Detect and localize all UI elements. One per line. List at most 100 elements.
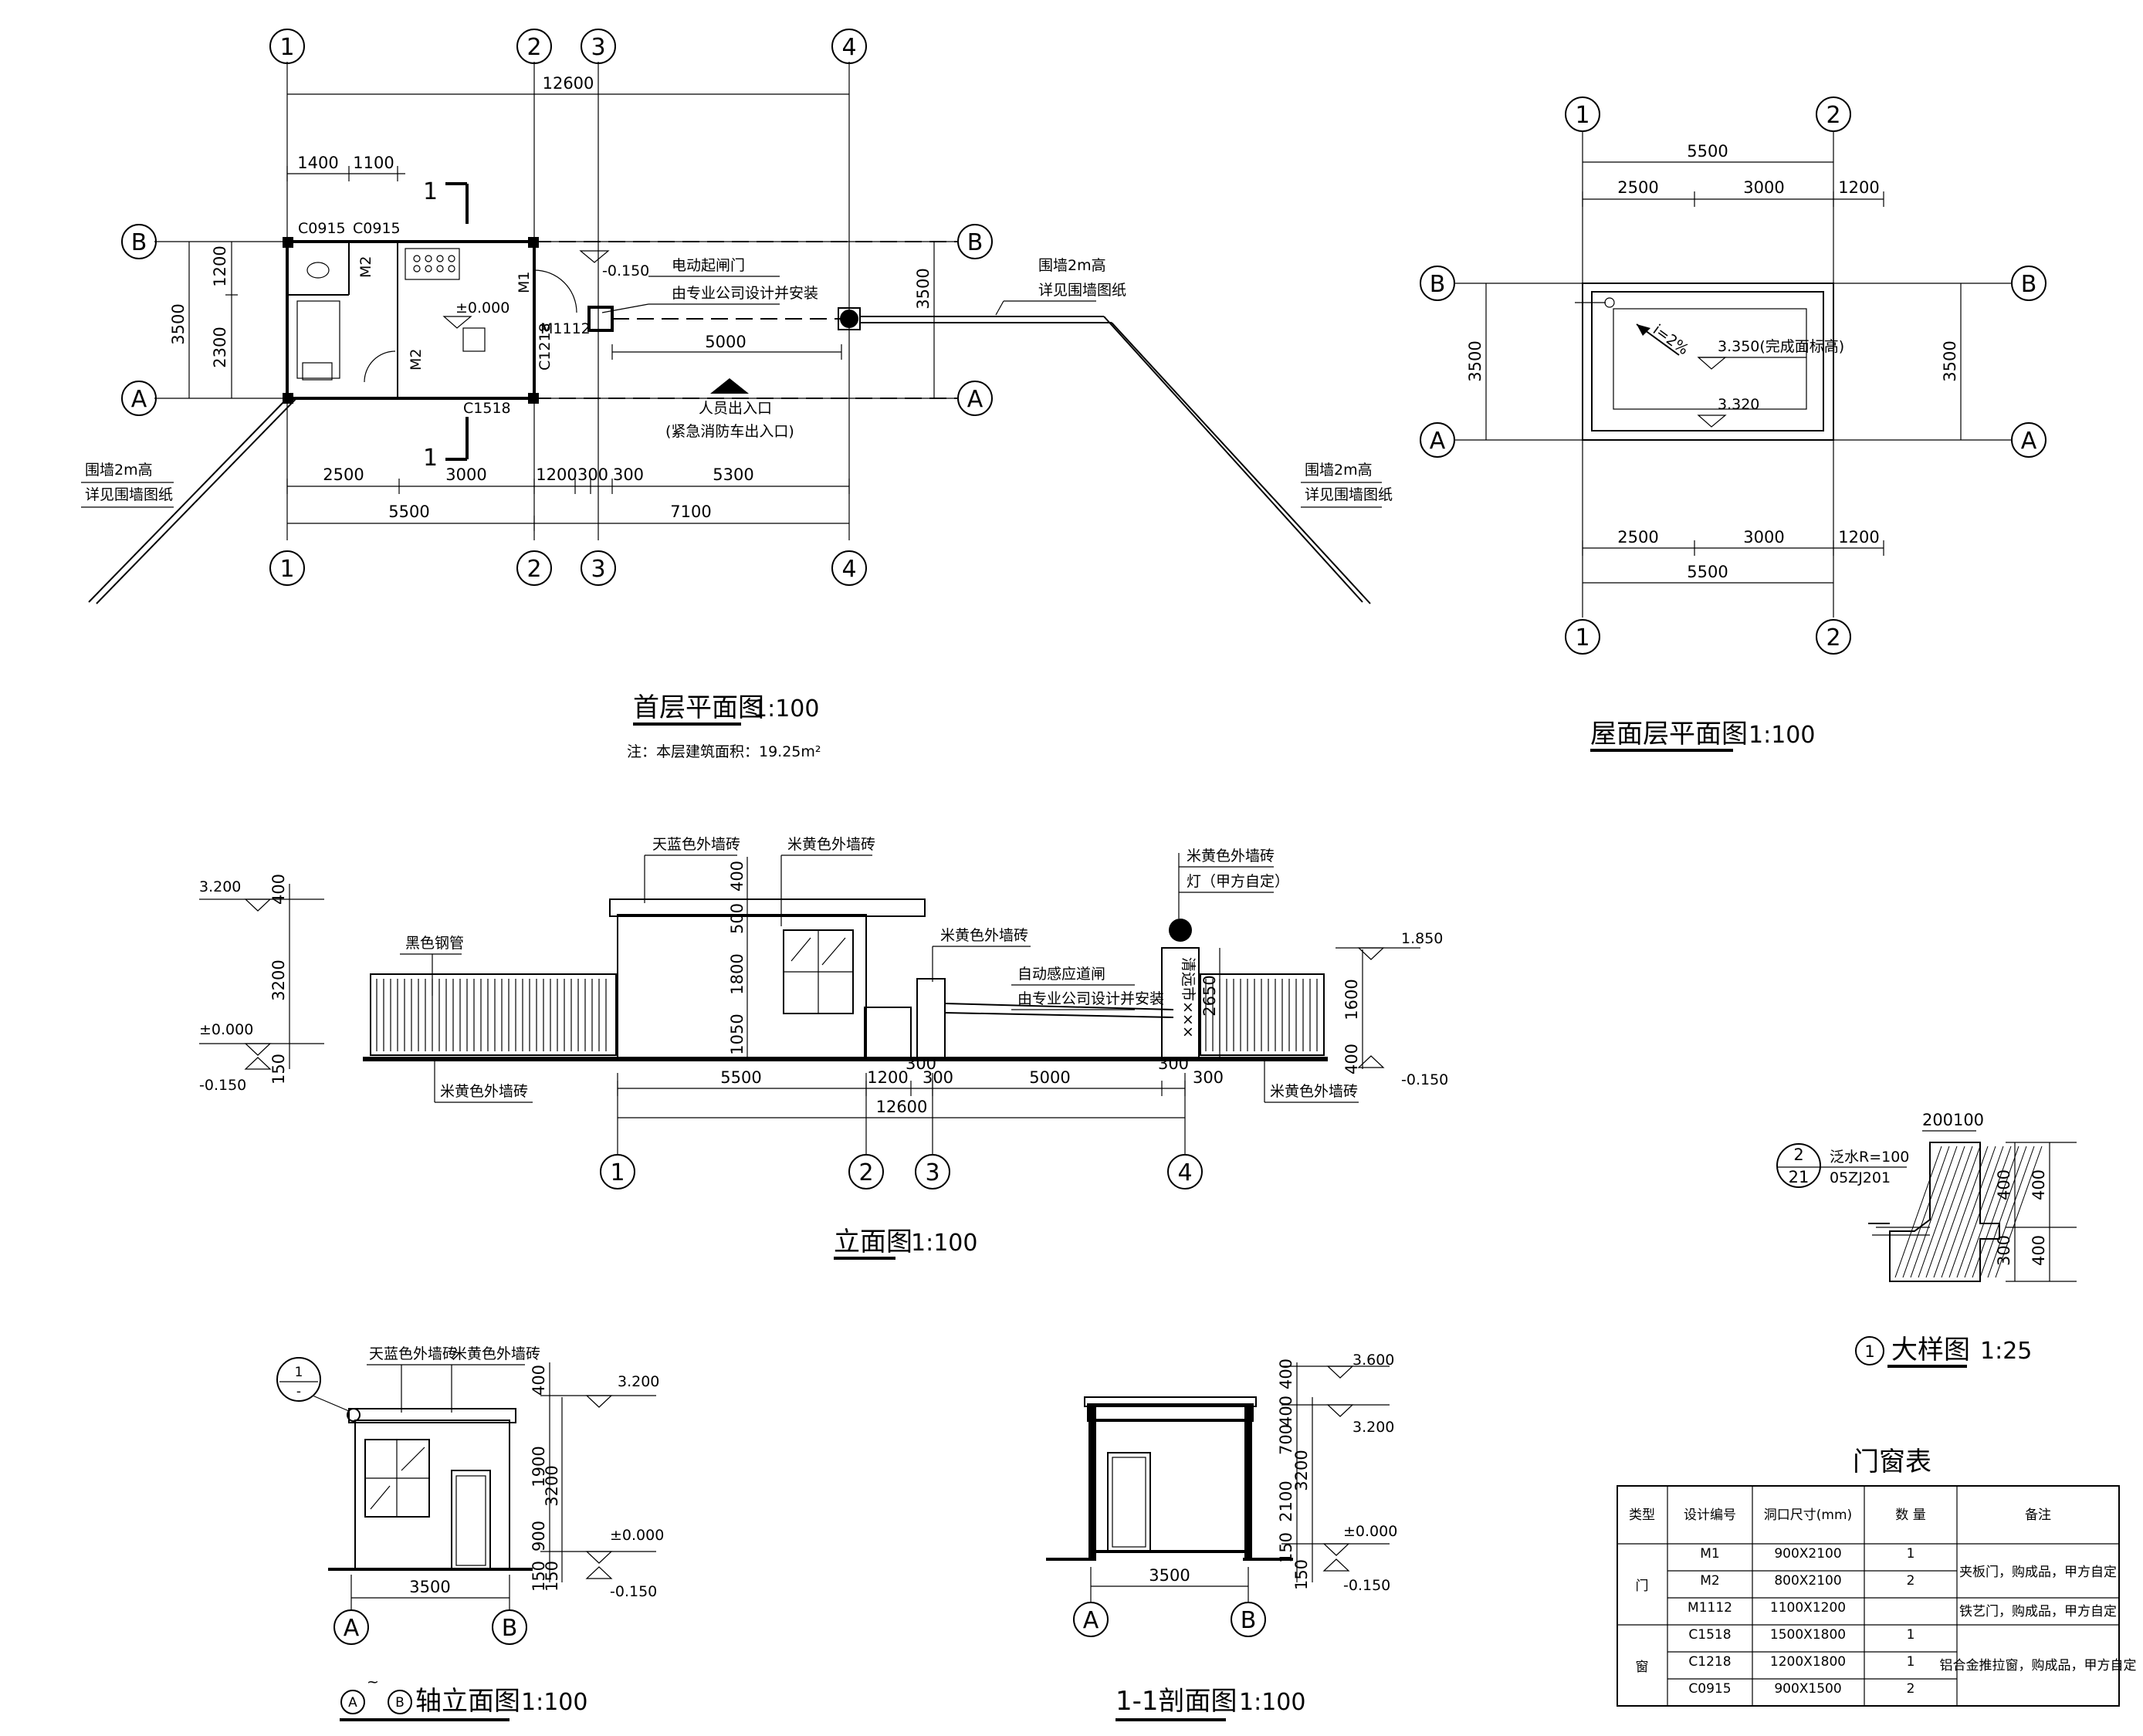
svg-text:轴立面图: 轴立面图 — [415, 1686, 520, 1717]
svg-text:1: 1 — [295, 1365, 303, 1380]
svg-text:B: B — [2021, 271, 2037, 298]
svg-text:米黄色外墙砖: 米黄色外墙砖 — [1270, 1083, 1358, 1100]
ground-floor-plan: 1 2 3 4 1 2 3 4 B A B A 12600 1400 1100 … — [81, 29, 1393, 760]
svg-text:1200: 1200 — [1838, 528, 1879, 547]
svg-text:150: 150 — [543, 1561, 561, 1592]
elev-axis-4: 4 — [1167, 1154, 1203, 1189]
svg-text:A: A — [344, 1615, 360, 1642]
svg-text:1: 1 — [1864, 1342, 1874, 1361]
svg-text:3500: 3500 — [914, 268, 933, 309]
hatch-line — [1987, 1145, 2035, 1278]
axis-bubble-B-right: B — [957, 224, 993, 259]
section-title: 1-1剖面图 — [1116, 1686, 1237, 1717]
svg-text:天蓝色外墙砖: 天蓝色外墙砖 — [369, 1345, 457, 1362]
svg-text:400: 400 — [728, 861, 746, 892]
hatch-line — [1941, 1145, 1989, 1278]
svg-text:天蓝色外墙砖: 天蓝色外墙砖 — [652, 836, 740, 853]
svg-text:2: 2 — [526, 556, 541, 583]
svg-text:±0.000: ±0.000 — [610, 1527, 664, 1544]
svg-text:3500: 3500 — [1941, 340, 1959, 381]
roof-axis-A-left: A — [1420, 422, 1455, 458]
svg-text:C0915: C0915 — [298, 220, 346, 237]
svg-text:5300: 5300 — [713, 465, 753, 484]
roof-plan-title: 屋面层平面图 — [1590, 719, 1748, 750]
roof-axis-1-top: 1 — [1565, 96, 1600, 132]
sect-axis-A: A — [1073, 1602, 1109, 1637]
svg-text:B: B — [1241, 1607, 1257, 1634]
svg-text:C0915: C0915 — [353, 220, 401, 237]
axis-bubble-2-bottom: 2 — [516, 550, 552, 586]
svg-text:i=2%: i=2% — [1650, 321, 1691, 358]
svg-text:3500: 3500 — [1149, 1566, 1190, 1585]
svg-text:4: 4 — [841, 34, 856, 61]
sign-text: 清远市××× — [1180, 957, 1197, 1038]
svg-text:1:25: 1:25 — [1980, 1338, 2032, 1365]
svg-text:1:100: 1:100 — [1239, 1689, 1305, 1716]
svg-text:300: 300 — [577, 465, 608, 484]
svg-text:米黄色外墙砖: 米黄色外墙砖 — [440, 1083, 528, 1100]
svg-text:人员出入口: 人员出入口 — [699, 400, 772, 417]
svg-text:A: A — [1430, 428, 1446, 455]
svg-text:围墙2m高: 围墙2m高 — [85, 462, 153, 479]
hatch-line — [1910, 1145, 1958, 1278]
schedule-cell: 1 — [1907, 1627, 1915, 1643]
svg-text:门: 门 — [1636, 1579, 1649, 1594]
schedule-cell: C0915 — [1688, 1681, 1731, 1697]
svg-text:300: 300 — [613, 465, 644, 484]
svg-text:3200: 3200 — [543, 1465, 561, 1506]
roof-axis-2-top: 2 — [1816, 96, 1851, 132]
svg-text:21: 21 — [1789, 1168, 1810, 1186]
svg-text:400: 400 — [2030, 1235, 2048, 1266]
svg-text:-0.150: -0.150 — [602, 262, 649, 279]
svg-text:3200: 3200 — [269, 959, 288, 1000]
axis-bubble-B-left: B — [121, 224, 157, 259]
schedule-cell: 2 — [1907, 1681, 1915, 1697]
axis-bubble-1-top: 1 — [269, 29, 305, 64]
svg-text:2: 2 — [1826, 102, 1840, 129]
svg-text:300: 300 — [923, 1068, 953, 1087]
svg-text:100: 100 — [1953, 1111, 1984, 1129]
svg-text:150: 150 — [1277, 1532, 1295, 1563]
front-elevation: 清远市××× 天蓝色外墙砖 米黄色外墙砖 黑色钢管 米黄色外墙砖 米黄色外墙砖 … — [199, 836, 1448, 1260]
svg-text:电动起闸门: 电动起闸门 — [672, 257, 745, 274]
side-axis-A: A — [333, 1609, 369, 1645]
svg-text:2650: 2650 — [1200, 975, 1219, 1016]
svg-text:数 量: 数 量 — [1895, 1508, 1925, 1523]
schedule-cell: M1 — [1700, 1546, 1719, 1562]
side-elev-title: A ~ B 轴立面图 1:100 — [340, 1673, 587, 1721]
svg-text:3500: 3500 — [1466, 340, 1485, 381]
svg-text:3000: 3000 — [445, 465, 486, 484]
svg-text:由专业公司设计并安装: 由专业公司设计并安装 — [672, 285, 818, 302]
svg-text:(紧急消防车出入口): (紧急消防车出入口) — [665, 423, 794, 440]
schedule-cell: 1 — [1907, 1654, 1915, 1670]
detail-ref-bubble-2: 2 21 泛水R=100 05ZJ201 — [1776, 1143, 1909, 1188]
elev-axis-2: 2 — [848, 1154, 884, 1189]
svg-text:±0.000: ±0.000 — [199, 1021, 253, 1038]
hatch-line — [1948, 1145, 1996, 1278]
svg-text:铝合金推拉窗，购成品，甲方自定: 铝合金推拉窗，购成品，甲方自定 — [1940, 1658, 2137, 1673]
svg-text:7100: 7100 — [670, 503, 711, 521]
axis-bubble-1-bottom: 1 — [269, 550, 305, 586]
svg-text:4: 4 — [1177, 1159, 1192, 1186]
schedule-cell: 800X2100 — [1774, 1573, 1841, 1589]
svg-text:2: 2 — [1793, 1145, 1803, 1164]
svg-text:M1: M1 — [516, 272, 533, 293]
svg-text:1600: 1600 — [1342, 979, 1361, 1020]
svg-text:2500: 2500 — [323, 465, 364, 484]
svg-text:B: B — [1430, 271, 1446, 298]
svg-text:B: B — [395, 1695, 405, 1711]
svg-text:2: 2 — [858, 1159, 873, 1186]
svg-text:M2: M2 — [408, 349, 425, 371]
schedule-cell: 2 — [1907, 1573, 1915, 1589]
svg-text:400: 400 — [2030, 1169, 2048, 1200]
svg-text:3000: 3000 — [1743, 528, 1784, 547]
svg-text:12600: 12600 — [876, 1098, 928, 1116]
svg-text:400: 400 — [1277, 1396, 1295, 1426]
axis-bubble-2-top: 2 — [516, 29, 552, 64]
svg-text:05ZJ201: 05ZJ201 — [1830, 1169, 1891, 1186]
svg-text:1400: 1400 — [297, 154, 338, 172]
svg-text:±0.000: ±0.000 — [1343, 1523, 1397, 1540]
